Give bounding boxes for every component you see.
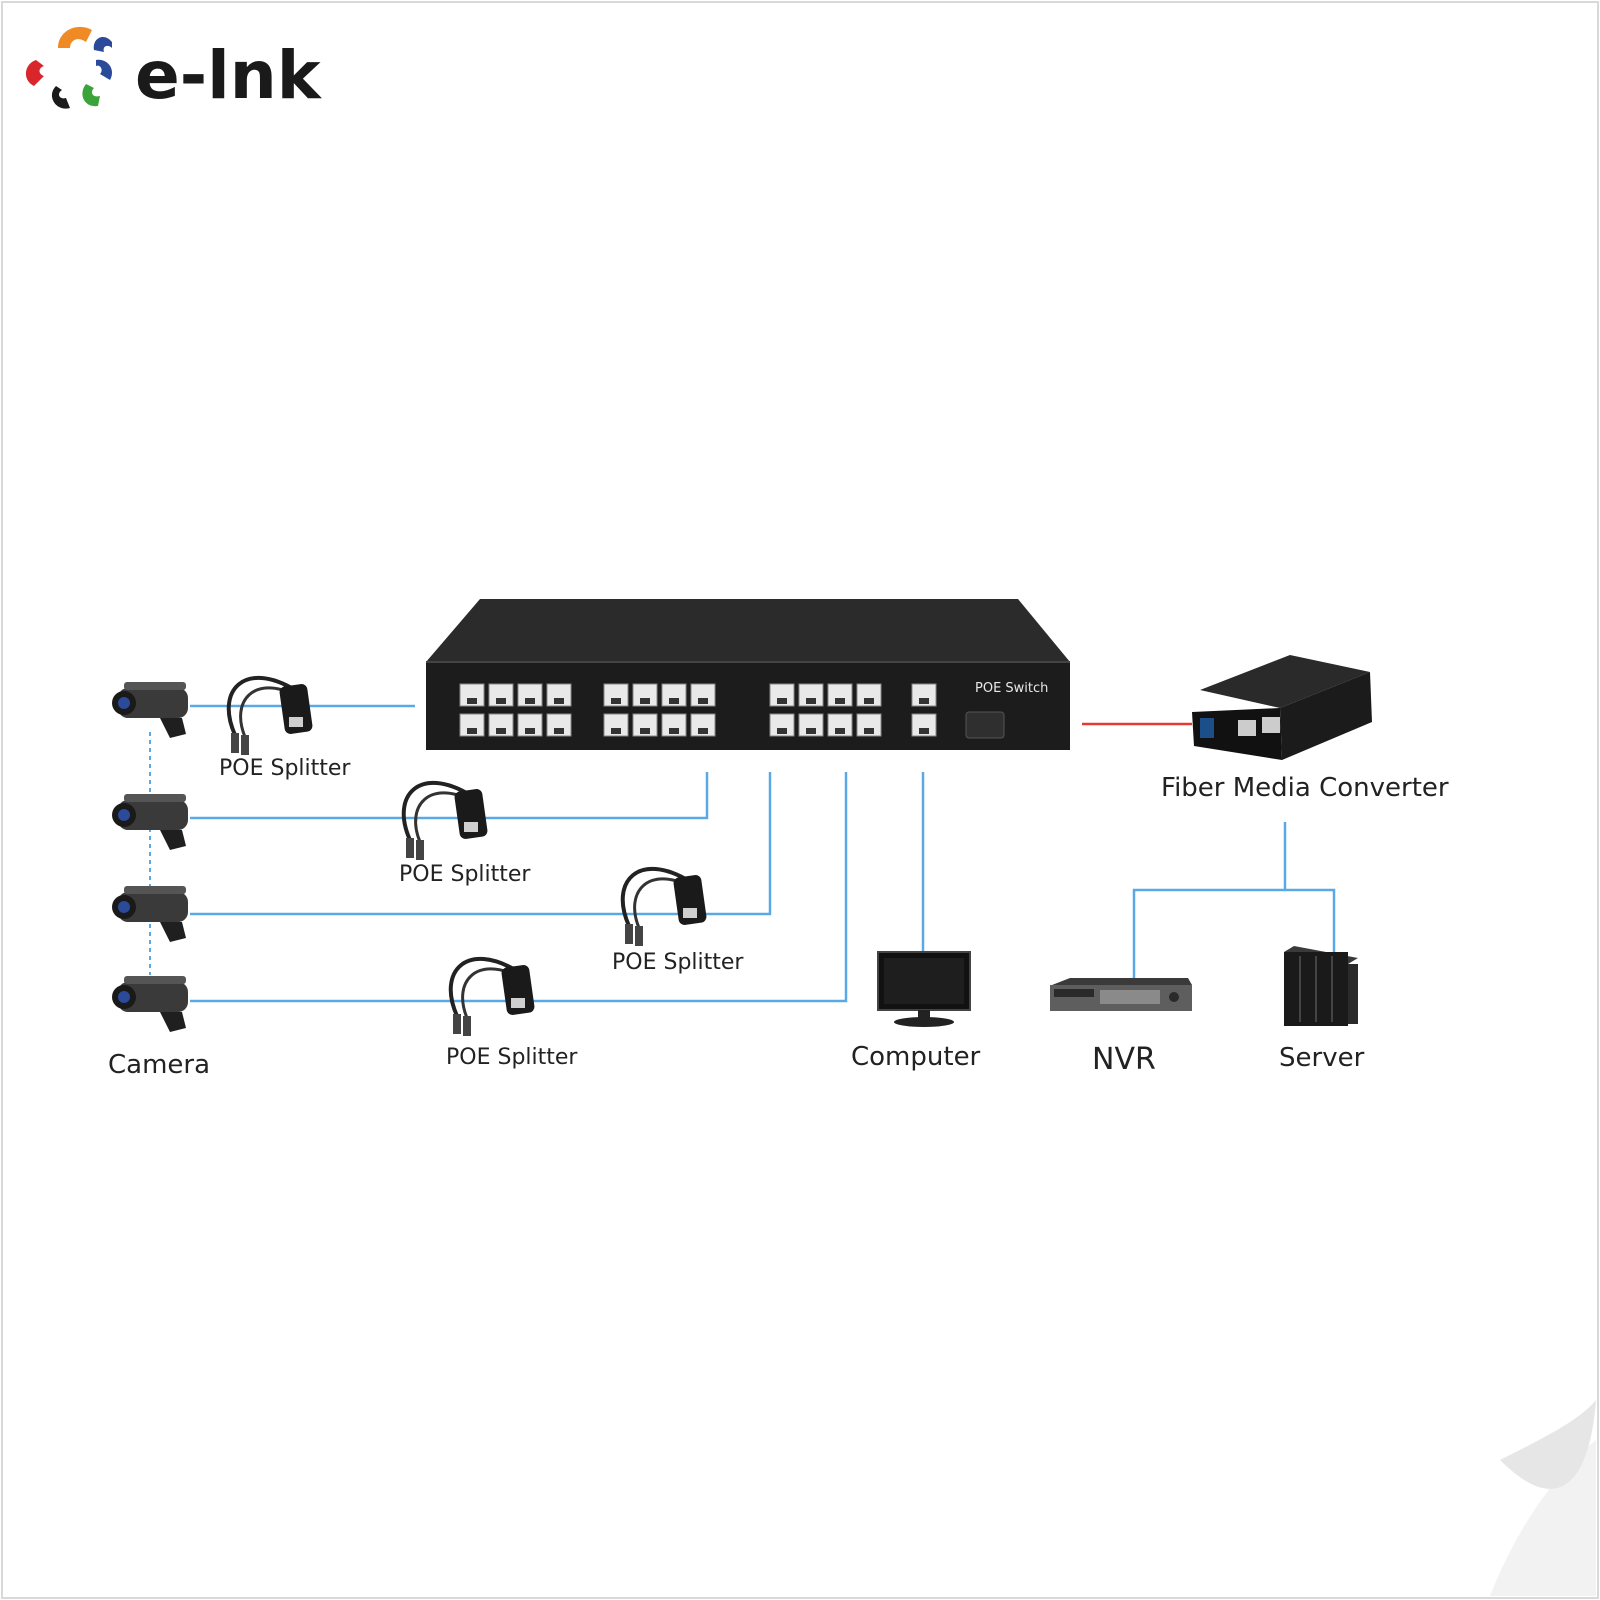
rj45-port-latch — [698, 728, 708, 734]
splitter-label-3: POE Splitter — [612, 950, 744, 975]
rj45-port — [856, 713, 882, 737]
rj45-port-latch — [864, 728, 874, 734]
camera-group — [112, 682, 188, 1032]
rj45-port — [459, 683, 485, 707]
rj45-port — [517, 713, 543, 737]
nvr-label: NVR — [1092, 1042, 1156, 1077]
rj45-port-latch — [835, 728, 845, 734]
rj45-port — [632, 713, 658, 737]
splitter-label-1: POE Splitter — [219, 756, 351, 781]
rj45-port — [769, 683, 795, 707]
rj45-port-latch — [777, 728, 787, 734]
nvr-icon — [1050, 978, 1192, 1011]
connection-lines — [190, 704, 1336, 1003]
camera-icon — [112, 794, 188, 850]
rj45-port — [459, 713, 485, 737]
rj45-port-latch — [496, 728, 506, 734]
rj45-port — [661, 683, 687, 707]
poe-splitter-icon — [226, 676, 313, 755]
rj45-port-latch — [806, 698, 816, 704]
brand-name: e-lnk — [135, 37, 323, 114]
fiber-media-converter — [1192, 655, 1372, 760]
rj45-port-latch — [640, 698, 650, 704]
rj45-port-latch — [611, 728, 621, 734]
rj45-port-latch — [919, 728, 929, 734]
rj45-port-latch — [669, 698, 679, 704]
rj45-port-latch — [835, 698, 845, 704]
rj45-port-latch — [525, 728, 535, 734]
page-curl — [1490, 1400, 1596, 1596]
link-camera-2 — [190, 772, 709, 820]
camera-icon — [112, 682, 188, 738]
rj45-port — [856, 683, 882, 707]
rj45-port — [603, 683, 629, 707]
rj45-port-latch — [919, 698, 929, 704]
server-label: Server — [1279, 1043, 1365, 1073]
converter-fiber-port — [1200, 718, 1214, 738]
rj45-port — [911, 713, 937, 737]
rj45-port-latch — [698, 698, 708, 704]
rj45-port — [690, 683, 716, 707]
switch-port-panel — [459, 683, 937, 737]
rj45-port — [827, 713, 853, 737]
rj45-port — [488, 713, 514, 737]
rj45-port — [911, 683, 937, 707]
rj45-port — [546, 713, 572, 737]
splitter-label-4: POE Splitter — [446, 1045, 578, 1070]
rj45-port-latch — [669, 728, 679, 734]
splitter-group — [226, 676, 707, 1036]
rj45-port — [488, 683, 514, 707]
converter-rj45-port — [1262, 717, 1280, 733]
rj45-port — [798, 683, 824, 707]
camera-icon — [112, 976, 188, 1032]
rj45-port-latch — [554, 698, 564, 704]
sfp-port — [965, 711, 1005, 739]
logo-mark-icon — [25, 26, 113, 109]
computer-label: Computer — [851, 1042, 981, 1072]
switch-label: POE Switch — [975, 681, 1048, 696]
computer-icon — [877, 951, 971, 1027]
poe-splitter-icon — [620, 867, 707, 946]
rj45-port-latch — [864, 698, 874, 704]
rj45-port — [603, 713, 629, 737]
rj45-port — [517, 683, 543, 707]
camera-label: Camera — [108, 1050, 210, 1080]
link-camera-4 — [190, 772, 848, 1003]
rj45-port-latch — [777, 698, 787, 704]
rj45-port-latch — [611, 698, 621, 704]
rj45-port — [827, 683, 853, 707]
poe-splitter-icon — [401, 781, 488, 860]
rj45-port-latch — [640, 728, 650, 734]
link-nvr-server — [1132, 888, 1336, 985]
rj45-port — [546, 683, 572, 707]
rj45-port — [661, 713, 687, 737]
rj45-port — [769, 713, 795, 737]
link-camera-3 — [190, 772, 772, 916]
rj45-port — [632, 683, 658, 707]
poe-splitter-icon — [448, 957, 535, 1036]
converter-label: Fiber Media Converter — [1161, 773, 1449, 803]
converter-rj45-port — [1238, 720, 1256, 736]
rj45-port-latch — [554, 728, 564, 734]
rj45-port-latch — [467, 698, 477, 704]
rj45-port-latch — [467, 728, 477, 734]
rj45-port-latch — [525, 698, 535, 704]
rj45-port — [690, 713, 716, 737]
rj45-port-latch — [496, 698, 506, 704]
rj45-port — [798, 713, 824, 737]
brand-logo: e-lnk — [25, 26, 323, 114]
rj45-port-latch — [806, 728, 816, 734]
poe-switch: POE Switch — [426, 599, 1070, 750]
camera-icon — [112, 886, 188, 942]
server-icon — [1284, 946, 1358, 1026]
splitter-label-2: POE Splitter — [399, 862, 531, 887]
